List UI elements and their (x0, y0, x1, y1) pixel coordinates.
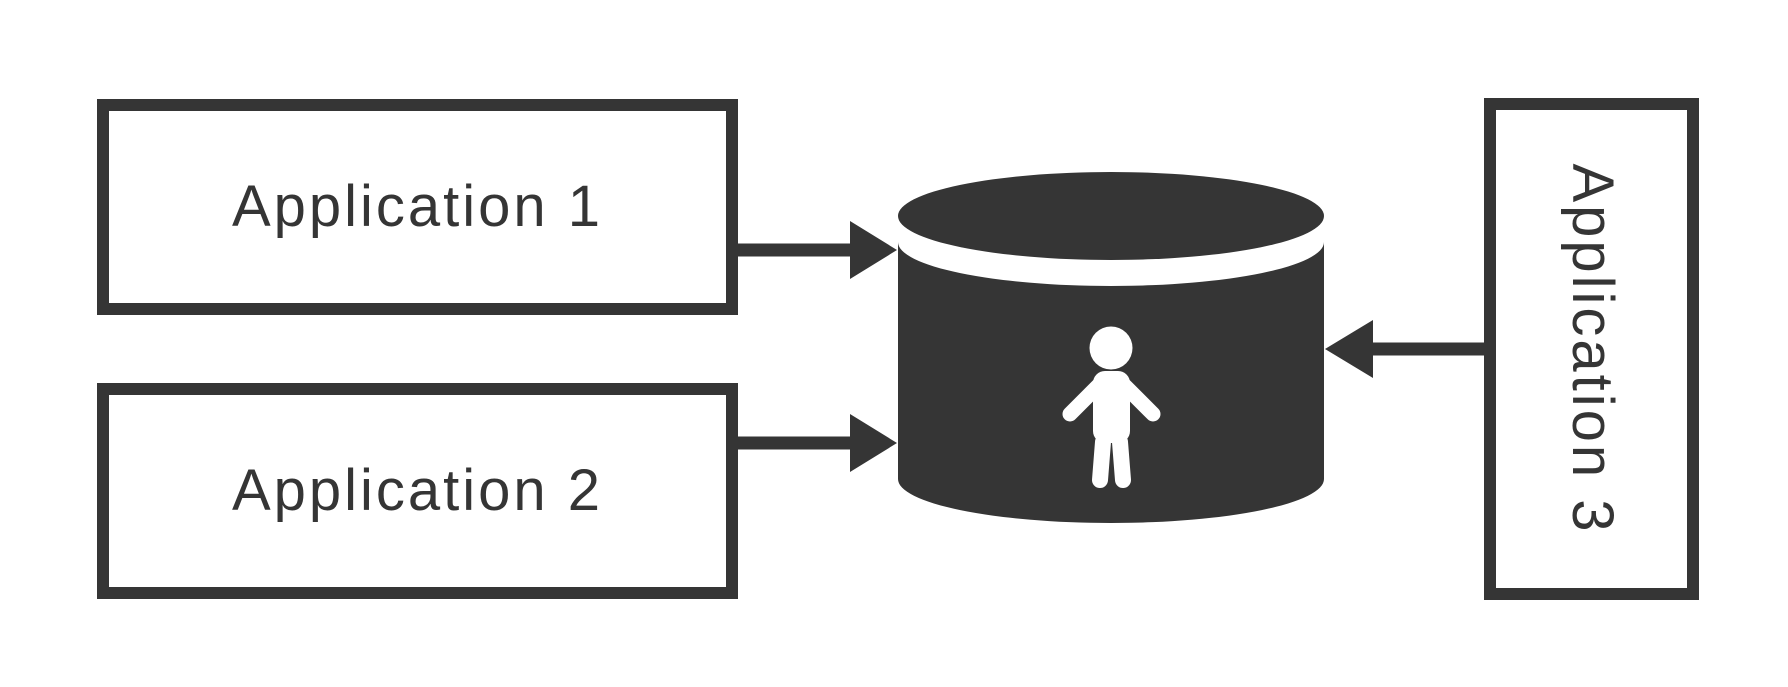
node-application-1: Application 1 (97, 99, 738, 315)
arrow-app3-to-database-icon (1325, 320, 1484, 378)
database-lid (898, 172, 1324, 260)
person-right-leg (1112, 434, 1131, 488)
person-left-leg (1092, 434, 1111, 488)
node-application-1-label: Application 1 (231, 174, 604, 239)
person-right-arm (1115, 376, 1161, 422)
arrow-app2-to-database-icon (738, 414, 897, 472)
node-application-3: Application 3 (1484, 98, 1699, 600)
node-application-2: Application 2 (97, 383, 738, 599)
node-application-2-label: Application 2 (231, 458, 604, 523)
person-left-arm (1062, 376, 1108, 422)
arrow-app1-to-database-icon (738, 221, 897, 279)
person-head (1089, 326, 1133, 370)
node-application-3-label: Application 3 (1559, 163, 1625, 535)
person-icon (1062, 326, 1161, 488)
